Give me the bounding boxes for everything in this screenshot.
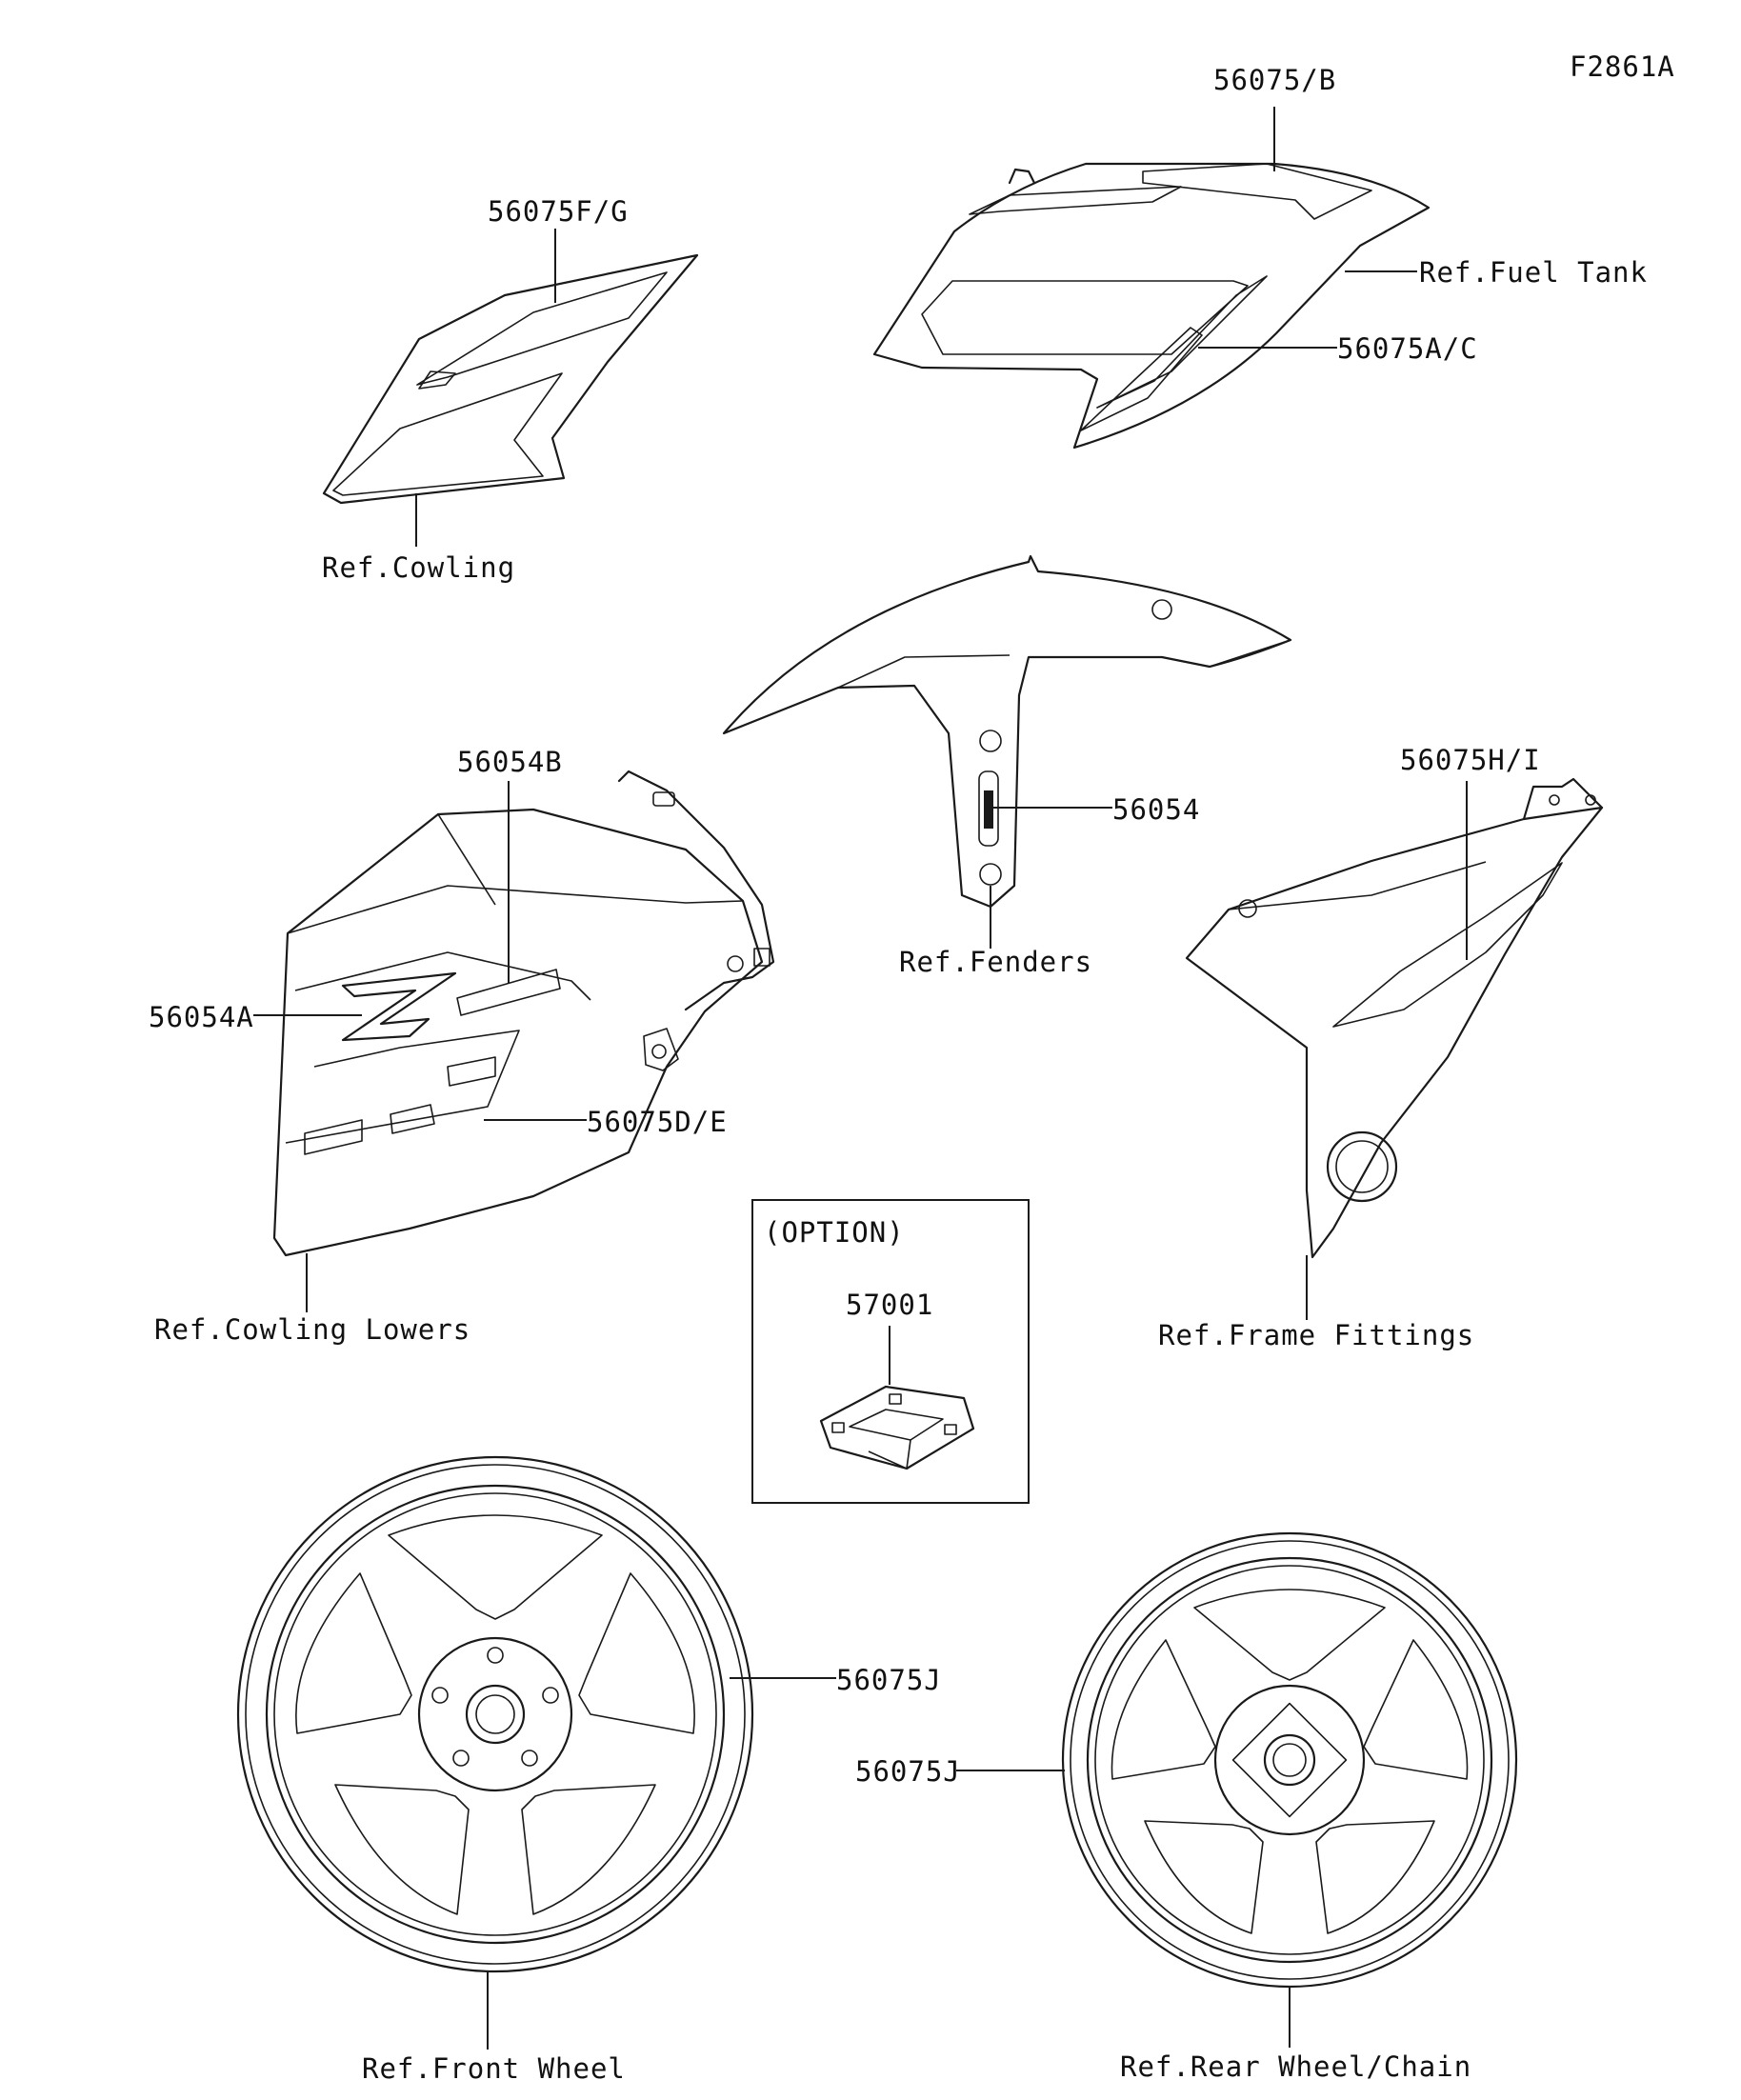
front-wheel-drawing (236, 1455, 754, 1973)
label-56054b: 56054B (457, 746, 563, 778)
label-ref-rear-wheel-chain: Ref.Rear Wheel/Chain (1120, 2050, 1472, 2083)
cowling-lower-drawing (272, 770, 775, 1257)
label-57001: 57001 (846, 1289, 934, 1321)
label-56054: 56054 (1112, 793, 1201, 826)
label-ref-cowling-lowers: Ref.Cowling Lowers (154, 1313, 471, 1346)
label-ref-cowling: Ref.Cowling (322, 551, 516, 584)
cowling-drawing (322, 253, 699, 505)
label-56075d-e: 56075D/E (587, 1106, 728, 1138)
frame-side-cover-drawing (1185, 777, 1604, 1259)
label-ref-front-wheel: Ref.Front Wheel (362, 2052, 626, 2085)
figure-code: F2861A (1570, 50, 1675, 83)
emblem-clip-drawing (819, 1385, 975, 1470)
label-56075-b: 56075/B (1213, 64, 1337, 96)
rear-wheel-drawing (1061, 1531, 1518, 1989)
option-box (751, 1199, 1030, 1504)
label-ref-fuel-tank: Ref.Fuel Tank (1419, 256, 1648, 289)
leader-lines (253, 107, 1468, 2050)
label-56075j-front: 56075J (836, 1664, 942, 1696)
label-option: (OPTION) (764, 1216, 905, 1249)
fuel-tank-cover-drawing (872, 162, 1431, 450)
front-fender-drawing (722, 554, 1292, 909)
label-56075f-g: 56075F/G (488, 195, 629, 228)
label-56075a-c: 56075A/C (1337, 332, 1478, 365)
label-ref-fenders: Ref.Fenders (899, 946, 1093, 978)
label-56075j-rear: 56075J (855, 1755, 961, 1788)
label-56054a: 56054A (149, 1001, 254, 1033)
label-56075h-i: 56075H/I (1400, 744, 1541, 776)
label-ref-frame-fittings: Ref.Frame Fittings (1158, 1319, 1475, 1351)
